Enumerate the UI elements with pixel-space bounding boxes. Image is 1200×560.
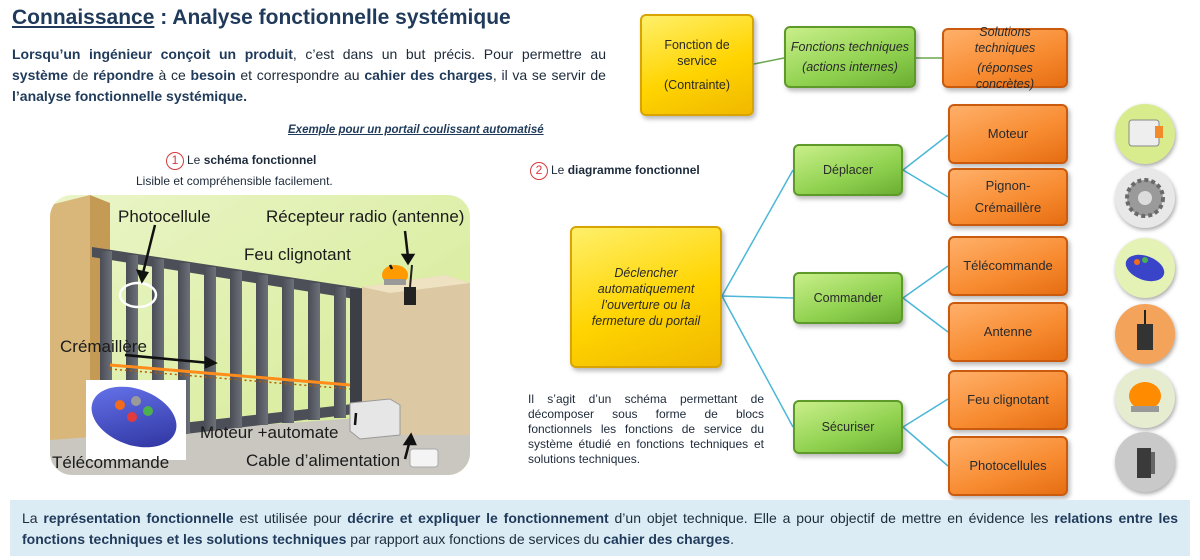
legend-sol-line2: (réponses concrètes) (975, 61, 1035, 91)
summary-banner: La représentation fonctionnelle est util… (10, 500, 1190, 556)
solution-photocellules: Photocellules (948, 436, 1068, 496)
legend-technical-solutions: Solutions techniques (réponses concrètes… (942, 25, 1068, 91)
function-commander: Commander (793, 272, 903, 324)
flashing-light-icon (1115, 368, 1175, 428)
connector-lines (721, 57, 949, 467)
page-title: Connaissance : Analyse fonctionnelle sys… (12, 6, 511, 29)
solution-pignon-cremaillere: Pignon-Crémaillère (948, 168, 1068, 226)
legend-service-line1: Fonction de (664, 38, 730, 52)
function-deplacer: Déplacer (793, 144, 903, 196)
legend-service-line2: service (677, 54, 717, 68)
solution-moteur: Moteur (948, 104, 1068, 164)
label-cable: Cable d’alimentation (246, 451, 401, 470)
gate-illustration: Photocellule Récepteur radio (antenne) F… (50, 195, 470, 475)
solution-antenne: Antenne (948, 302, 1068, 362)
antenna-icon (1115, 304, 1175, 364)
legend-tech-line1: Fonctions techniques (790, 40, 910, 54)
solution-telecommande: Télécommande (948, 236, 1068, 296)
gear-icon (1115, 168, 1175, 228)
diagram-description: Il s’agit d’un schéma permettant de déco… (528, 392, 764, 466)
motor-icon (1115, 104, 1175, 164)
legend-technical-functions: Fonctions techniques (actions internes) (784, 26, 916, 88)
gate-drawing (50, 195, 470, 475)
label-feu: Feu clignotant (244, 245, 351, 264)
legend-service-function: Fonction de service (Contrainte) (640, 14, 754, 116)
label-moteur: Moteur +automate (200, 423, 339, 442)
solution-feu-clignotant: Feu clignotant (948, 370, 1068, 430)
label-telecommande: Télécommande (52, 453, 170, 472)
legend-service-line3: (Contrainte) (664, 78, 730, 92)
label-photocellule: Photocellule (118, 207, 211, 226)
legend-sol-line1: Solutions techniques (974, 25, 1036, 55)
function-securiser: Sécuriser (793, 400, 903, 454)
example-caption: Exemple pour un portail coulissant autom… (288, 124, 544, 136)
label-recepteur: Récepteur radio (antenne) (266, 207, 465, 226)
legend-tech-line2: (actions internes) (802, 60, 898, 74)
intro-paragraph: Lorsqu’un ingénieur conçoit un produit, … (12, 46, 606, 104)
label-cremaillere: Crémaillère (60, 337, 147, 356)
section1-subtitle: Lisible et compréhensible facilement. (136, 174, 333, 188)
remote-icon (1115, 238, 1175, 298)
main-service-function: Déclencher automatiquement l’ouverture o… (570, 226, 722, 368)
photocell-icon (1115, 432, 1175, 492)
